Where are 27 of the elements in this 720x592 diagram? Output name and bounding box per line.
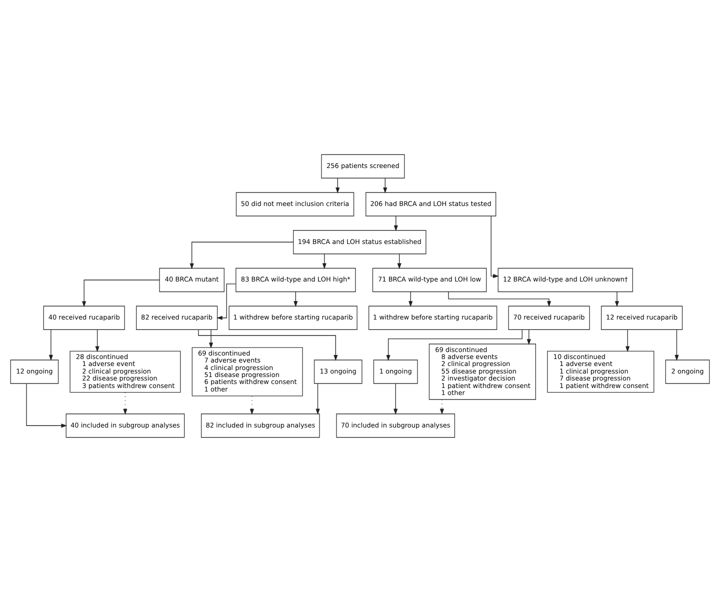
arrow <box>490 216 499 278</box>
arrow <box>336 178 340 194</box>
arrow <box>250 396 254 415</box>
arrow <box>448 292 552 307</box>
arrow <box>82 280 160 308</box>
arrow <box>95 330 100 352</box>
arrow <box>322 254 326 270</box>
arrow <box>394 383 398 415</box>
arrow <box>383 178 388 194</box>
arrow <box>386 329 522 361</box>
arrow <box>526 330 531 345</box>
arrow <box>440 399 444 415</box>
arrow <box>26 383 68 428</box>
arrow <box>216 284 236 320</box>
arrow <box>614 291 620 307</box>
arrow <box>316 383 320 415</box>
arrow <box>397 254 402 270</box>
arrow <box>408 291 413 307</box>
arrow <box>626 330 630 352</box>
arrow <box>198 329 338 361</box>
arrow <box>394 216 398 232</box>
arrow <box>208 330 214 348</box>
arrow <box>294 291 298 307</box>
arrow <box>123 392 128 415</box>
arrow <box>674 330 679 361</box>
arrow <box>190 242 294 270</box>
arrow <box>48 330 53 361</box>
